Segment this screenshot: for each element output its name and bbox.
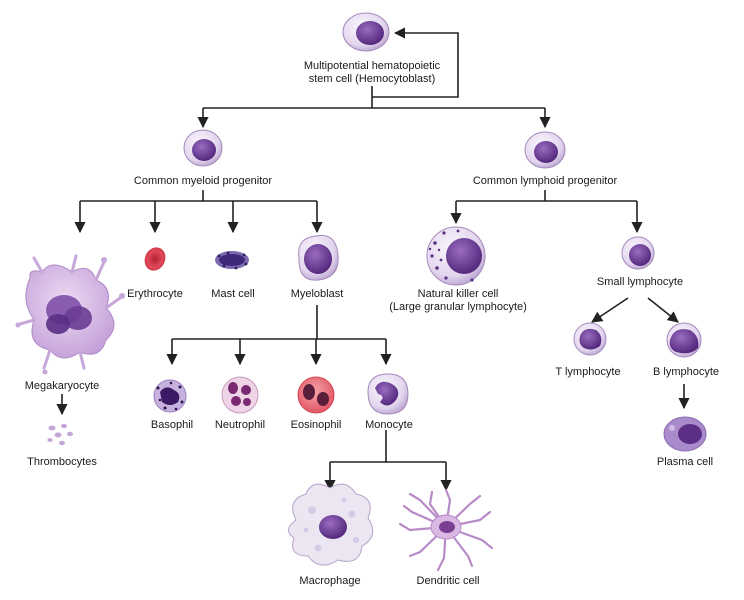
t-lymphocyte-icon — [573, 322, 607, 356]
myeloblast-icon — [298, 234, 339, 281]
myeloid-progenitor-icon — [183, 129, 223, 167]
stem-cell-label-line1: Multipotential hematopoietic — [303, 60, 441, 72]
monocyte-icon — [367, 373, 409, 415]
plasma-cell-label: Plasma cell — [656, 456, 714, 468]
mast-cell-label: Mast cell — [211, 288, 255, 300]
lymphoid-progenitor-label: Common lymphoid progenitor — [472, 175, 618, 187]
erythrocyte-label: Erythrocyte — [127, 288, 183, 300]
connector-lines — [56, 27, 690, 492]
monocyte-label: Monocyte — [365, 419, 413, 431]
stem-cell-label-line2: stem cell (Hemocytoblast) — [308, 73, 436, 85]
b-lymphocyte-icon — [666, 322, 702, 358]
megakaryocyte-icon — [15, 254, 125, 375]
nk-label-line2: (Large granular lymphocyte) — [389, 301, 527, 313]
dendritic-cell-icon — [398, 488, 494, 572]
megakaryocyte-label: Megakaryocyte — [24, 380, 100, 392]
myeloblast-label: Myeloblast — [290, 288, 344, 300]
eosinophil-icon — [297, 376, 335, 414]
natural-killer-cell-icon — [426, 226, 486, 286]
small-lymphocyte-icon — [621, 236, 655, 270]
neutrophil-label: Neutrophil — [214, 419, 266, 431]
stem-cell-icon — [342, 12, 390, 52]
basophil-icon — [153, 379, 187, 413]
b-lymphocyte-label: B lymphocyte — [652, 366, 720, 378]
erythrocyte-icon — [144, 247, 166, 271]
basophil-label: Basophil — [150, 419, 194, 431]
stem-cell-label: Multipotential hematopoietic stem cell (… — [304, 60, 440, 86]
dendritic-cell-label: Dendritic cell — [416, 575, 480, 587]
nk-label-line1: Natural killer cell — [417, 288, 499, 300]
myeloid-progenitor-label: Common myeloid progenitor — [133, 175, 273, 187]
eosinophil-label: Eosinophil — [290, 419, 342, 431]
mast-cell-icon — [215, 251, 249, 270]
macrophage-label: Macrophage — [299, 575, 361, 587]
macrophage-icon — [288, 483, 374, 566]
natural-killer-cell-label: Natural killer cell (Large granular lymp… — [389, 288, 527, 314]
lymphoid-progenitor-icon — [524, 131, 566, 169]
small-lymphocyte-label: Small lymphocyte — [596, 276, 684, 288]
thrombocytes-label: Thrombocytes — [27, 456, 97, 468]
thrombocytes-icon — [47, 423, 73, 446]
neutrophil-icon — [221, 376, 259, 414]
t-lymphocyte-label: T lymphocyte — [555, 366, 621, 378]
plasma-cell-icon — [663, 416, 707, 452]
